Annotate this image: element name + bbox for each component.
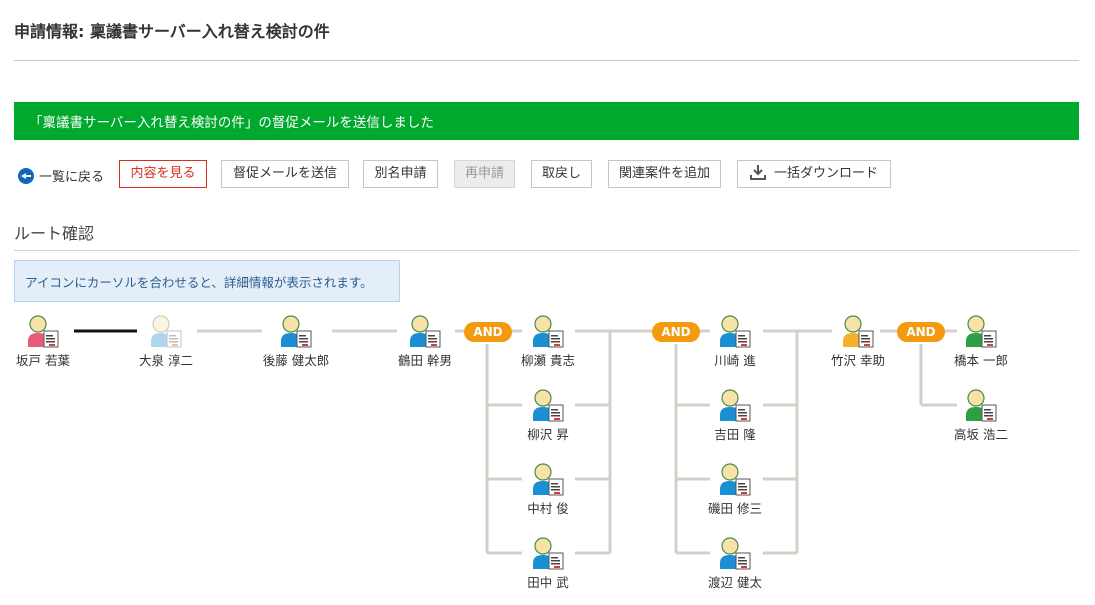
- final-approver-person-icon: [941, 388, 1021, 422]
- route-section-divider: [14, 250, 1079, 251]
- applicant-person-icon: [3, 314, 83, 348]
- success-notice: 「稟議書サーバー入れ替え検討の件」の督促メールを送信しました: [14, 102, 1079, 140]
- final-approver-person-icon: [941, 314, 1021, 348]
- node-name: 柳瀬 貴志: [521, 353, 575, 368]
- route-node-hashimoto[interactable]: 橋本 一郎: [941, 314, 1021, 369]
- route-section-title: ルート確認: [14, 224, 95, 243]
- download-icon: [749, 165, 766, 180]
- route-node-yoshida[interactable]: 吉田 隆: [695, 388, 775, 443]
- route-node-takasaka[interactable]: 高坂 浩二: [941, 388, 1021, 443]
- node-name: 坂戸 若葉: [16, 353, 70, 368]
- route-node-tanaka[interactable]: 田中 武: [508, 536, 588, 591]
- route-node-yanagisawa[interactable]: 柳沢 昇: [508, 388, 588, 443]
- send-reminder-button[interactable]: 督促メールを送信: [221, 160, 349, 188]
- person-icon: [695, 314, 775, 348]
- person-icon: [508, 462, 588, 496]
- route-node-watanabe[interactable]: 渡辺 健太: [695, 536, 775, 591]
- node-name: 中村 俊: [527, 501, 569, 516]
- person-icon: [126, 314, 206, 348]
- person-icon: [508, 388, 588, 422]
- node-name: 渡辺 健太: [708, 575, 762, 590]
- node-name: 鶴田 幹男: [398, 353, 452, 368]
- bulk-download-label: 一括ダウンロード: [773, 166, 878, 181]
- arrow-left-circle-icon: [18, 167, 34, 184]
- route-node-sakado[interactable]: 坂戸 若葉: [3, 314, 83, 369]
- node-name: 竹沢 幸助: [831, 353, 885, 368]
- route-node-isoda[interactable]: 磯田 修三: [695, 462, 775, 517]
- route-node-yanase[interactable]: 柳瀬 貴志: [508, 314, 588, 369]
- person-icon: [695, 536, 775, 570]
- person-icon: [508, 314, 588, 348]
- node-name: 大泉 淳二: [139, 353, 193, 368]
- and-badge: AND: [464, 322, 512, 342]
- person-icon: [695, 462, 775, 496]
- add-related-case-button[interactable]: 関連案件を追加: [608, 160, 721, 188]
- node-name: 柳沢 昇: [527, 427, 569, 442]
- node-name: 橋本 一郎: [954, 353, 1008, 368]
- node-name: 高坂 浩二: [954, 427, 1008, 442]
- route-node-tsuruta[interactable]: 鶴田 幹男: [385, 314, 465, 369]
- and-badge: AND: [897, 322, 945, 342]
- view-content-button[interactable]: 内容を見る: [119, 160, 207, 188]
- bulk-download-button[interactable]: 一括ダウンロード: [737, 160, 891, 188]
- node-name: 後藤 健太郎: [262, 353, 330, 368]
- node-name: 田中 武: [527, 575, 569, 590]
- withdraw-button[interactable]: 取戻し: [531, 160, 592, 188]
- route-hint-box: アイコンにカーソルを合わせると、詳細情報が表示されます。: [14, 260, 400, 302]
- current-approver-person-icon: [818, 314, 898, 348]
- person-icon: [695, 388, 775, 422]
- person-icon: [256, 314, 336, 348]
- node-name: 磯田 修三: [708, 501, 762, 516]
- back-to-list-label: 一覧に戻る: [39, 170, 105, 185]
- proxy-application-button[interactable]: 別名申請: [363, 160, 438, 188]
- and-badge: AND: [652, 322, 700, 342]
- route-node-nakamura[interactable]: 中村 俊: [508, 462, 588, 517]
- page-title: 申請情報: 稟議書サーバー入れ替え検討の件: [14, 22, 330, 41]
- person-icon: [508, 536, 588, 570]
- route-node-oizumi[interactable]: 大泉 淳二: [126, 314, 206, 369]
- person-icon: [385, 314, 465, 348]
- title-divider: [14, 60, 1079, 61]
- back-to-list-link[interactable]: 一覧に戻る: [18, 166, 104, 185]
- node-name: 川崎 進: [714, 353, 756, 368]
- reapply-button[interactable]: 再申請: [454, 160, 515, 188]
- route-node-kawasaki[interactable]: 川崎 進: [695, 314, 775, 369]
- route-node-takezawa[interactable]: 竹沢 幸助: [818, 314, 898, 369]
- node-name: 吉田 隆: [714, 427, 756, 442]
- route-node-goto[interactable]: 後藤 健太郎: [256, 314, 336, 369]
